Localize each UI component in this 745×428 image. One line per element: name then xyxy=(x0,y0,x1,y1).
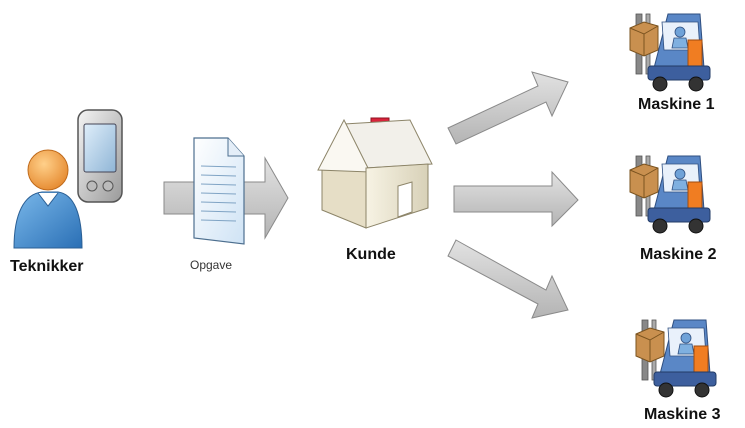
house-icon xyxy=(317,117,433,229)
forklift-icon xyxy=(629,155,711,234)
arrow-to-machine-2 xyxy=(453,170,579,228)
machine-2-label: Maskine 2 xyxy=(640,246,717,263)
forklift-icon xyxy=(629,13,711,92)
pda-device-icon xyxy=(77,109,123,203)
customer-label: Kunde xyxy=(346,246,396,263)
task-label: Opgave xyxy=(190,258,233,272)
arrow-to-machine-1 xyxy=(447,71,569,145)
technician-label: Teknikker xyxy=(10,258,84,275)
arrow-to-machine-3 xyxy=(447,239,569,319)
person-icon xyxy=(13,149,83,249)
forklift-icon xyxy=(635,319,717,398)
machine-1-label: Maskine 1 xyxy=(638,96,715,113)
machine-3-label: Maskine 3 xyxy=(644,406,721,423)
document-icon xyxy=(193,137,245,245)
